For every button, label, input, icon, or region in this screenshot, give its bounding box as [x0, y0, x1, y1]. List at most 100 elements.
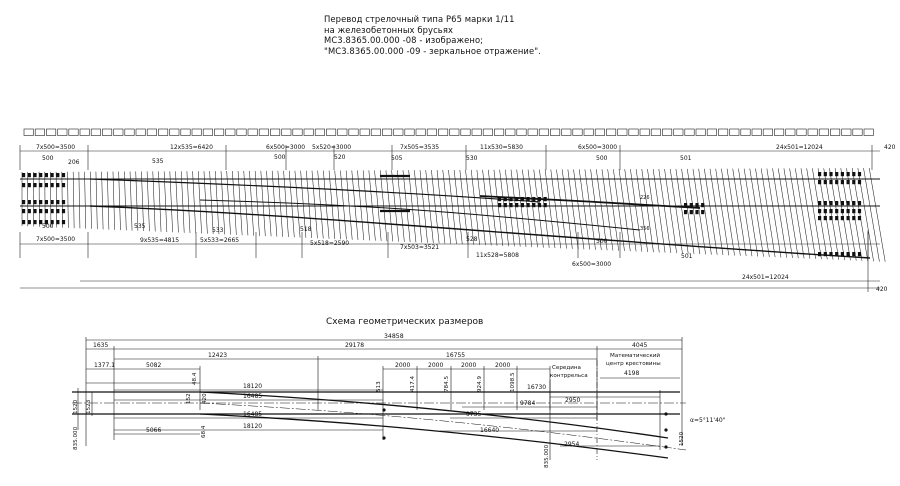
seg-4045: 4045 [632, 342, 647, 349]
dim-5066: 5066 [146, 427, 161, 434]
seg-29178: 29178 [345, 342, 364, 349]
tie-number-box [751, 128, 762, 136]
tie-number-box [258, 128, 269, 136]
fastener [61, 200, 66, 205]
sleeper [550, 169, 562, 249]
sleeper [357, 170, 365, 241]
sleeper [641, 169, 654, 253]
rail-18120-bot: 18120 [243, 423, 262, 430]
top-dim-8: 24x501=12024 [776, 144, 823, 151]
tie-number-box [90, 128, 101, 136]
title-line-3: МС3.8365.00.000 -08 - изображено; [324, 35, 484, 46]
sleeper [186, 171, 191, 233]
fastener [823, 216, 827, 221]
bsub-500b: 500 [596, 238, 608, 245]
sleeper [584, 169, 596, 250]
sleeper [704, 168, 718, 255]
tie-number-box [214, 128, 225, 136]
sleeper [78, 171, 81, 229]
fastener [498, 203, 502, 208]
fastener [823, 180, 827, 185]
sleeper [89, 171, 92, 229]
dim-16730: 16730 [527, 384, 546, 391]
sleeper [772, 168, 787, 258]
tie-number-box [740, 128, 751, 136]
sleeper [686, 168, 701, 255]
sleeper [681, 168, 695, 254]
sleeper [743, 168, 759, 257]
tie-number-box [538, 128, 549, 136]
sleeper [578, 169, 591, 250]
fastener [520, 203, 524, 208]
sub-dim-500a: 500 [42, 155, 54, 162]
fastener [835, 216, 839, 221]
rv-835: 835.000 [544, 444, 550, 468]
fastener [44, 220, 48, 225]
fastener [22, 220, 26, 225]
sleeper [652, 169, 666, 253]
sleeper [664, 168, 677, 254]
sleeper [476, 169, 486, 246]
fastener [818, 209, 822, 214]
tie-number-box [202, 128, 213, 136]
tie-number-box [818, 128, 829, 136]
sleeper [266, 170, 272, 237]
fastener [56, 200, 60, 205]
tie-number-box [247, 128, 258, 136]
sub-dim-530: 530 [466, 155, 478, 162]
sleeper [556, 169, 567, 249]
sleeper [760, 168, 776, 258]
dim-9784: 9784 [520, 400, 535, 407]
dim-9735: 9735 [466, 411, 481, 418]
sleeper [300, 170, 307, 238]
fastener [852, 252, 856, 257]
tie-number-box [359, 128, 370, 136]
sleeper [135, 171, 139, 231]
fastener [857, 252, 862, 257]
fastener [50, 220, 54, 225]
bottom-dim-8: 24x501=12024 [742, 274, 789, 281]
sleeper [249, 170, 255, 236]
tie-number-box [774, 128, 785, 136]
tie-number-box [807, 128, 818, 136]
sleeper [118, 171, 121, 231]
fastener [818, 180, 822, 185]
fastener [520, 197, 524, 202]
tie-number-box [225, 128, 236, 136]
sleeper [738, 168, 753, 257]
tie-number-box [460, 128, 471, 136]
bottom-dim-4: 5x518=2590 [310, 240, 349, 247]
tie-number-box [482, 128, 493, 136]
tie-number-box [404, 128, 415, 136]
v-924: 924.9 [477, 376, 483, 392]
tie-number-box [617, 128, 628, 136]
sub-16755: 16755 [446, 352, 465, 359]
top-dim-left: 7x500=3500 [36, 144, 75, 151]
plan-dimensions [19, 145, 880, 292]
bsub-501: 501 [681, 253, 693, 260]
fastener [39, 183, 43, 188]
fastener [857, 180, 862, 185]
overall-dim: 34858 [384, 333, 404, 340]
sleeper [294, 170, 301, 238]
fastener [840, 209, 844, 214]
sleeper [237, 170, 243, 236]
bottom-dim-5: 7x503=3521 [400, 244, 439, 251]
scheme-dimension-lines [77, 337, 683, 460]
tie-number-box [695, 128, 706, 136]
sleeper [755, 168, 770, 258]
fastener [50, 173, 54, 178]
scheme-markers [382, 408, 668, 449]
sleeper [232, 170, 237, 235]
sleeper [254, 170, 260, 236]
sub-dim-206: 206 [68, 159, 80, 166]
sleeper [175, 171, 179, 233]
tie-number-box [650, 128, 661, 136]
tie-number-box [505, 128, 516, 136]
fastener [857, 216, 862, 221]
fastener [846, 209, 850, 214]
sub-dim-501: 501 [680, 155, 692, 162]
fastener [846, 172, 850, 177]
tie-number-box [124, 128, 135, 136]
